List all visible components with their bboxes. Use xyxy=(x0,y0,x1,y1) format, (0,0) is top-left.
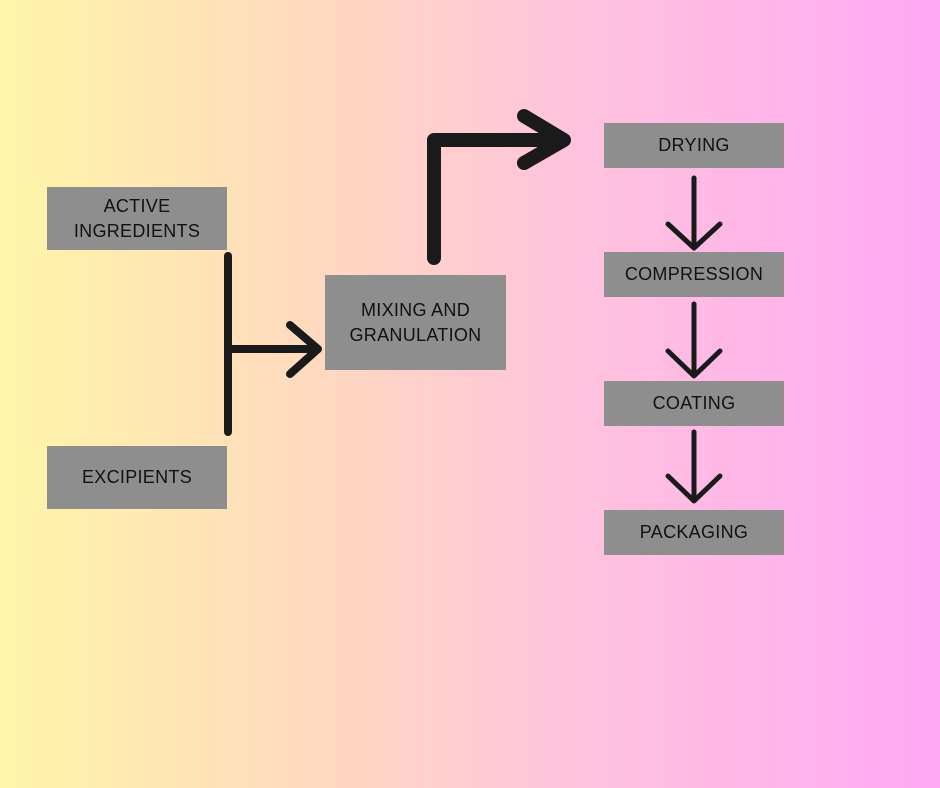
node-mixing-label: MIXING AND GRANULATION xyxy=(349,299,482,345)
arrow-coating-to-packaging xyxy=(665,429,723,504)
node-compression-label: COMPRESSION xyxy=(624,264,764,284)
node-coating: COATING xyxy=(604,381,784,426)
node-active-ingredients: ACTIVE INGREDIENTS xyxy=(47,187,227,250)
node-packaging: PACKAGING xyxy=(604,510,784,555)
arrow-to-mixing xyxy=(226,321,322,378)
node-mixing-and-granulation: MIXING AND GRANULATION xyxy=(325,275,506,370)
node-compression: COMPRESSION xyxy=(604,252,784,297)
node-packaging-label: PACKAGING xyxy=(639,522,749,542)
node-coating-label: COATING xyxy=(652,393,736,413)
node-drying-label: DRYING xyxy=(658,135,730,155)
node-excipients-label: EXCIPIENTS xyxy=(81,467,193,487)
node-drying: DRYING xyxy=(604,123,784,168)
node-excipients: EXCIPIENTS xyxy=(47,446,227,509)
arrow-drying-to-compression xyxy=(665,175,723,251)
node-active-ingredients-label: ACTIVE INGREDIENTS xyxy=(73,195,201,241)
arrow-mixing-to-drying xyxy=(427,109,571,265)
arrow-compression-to-coating xyxy=(665,301,723,379)
